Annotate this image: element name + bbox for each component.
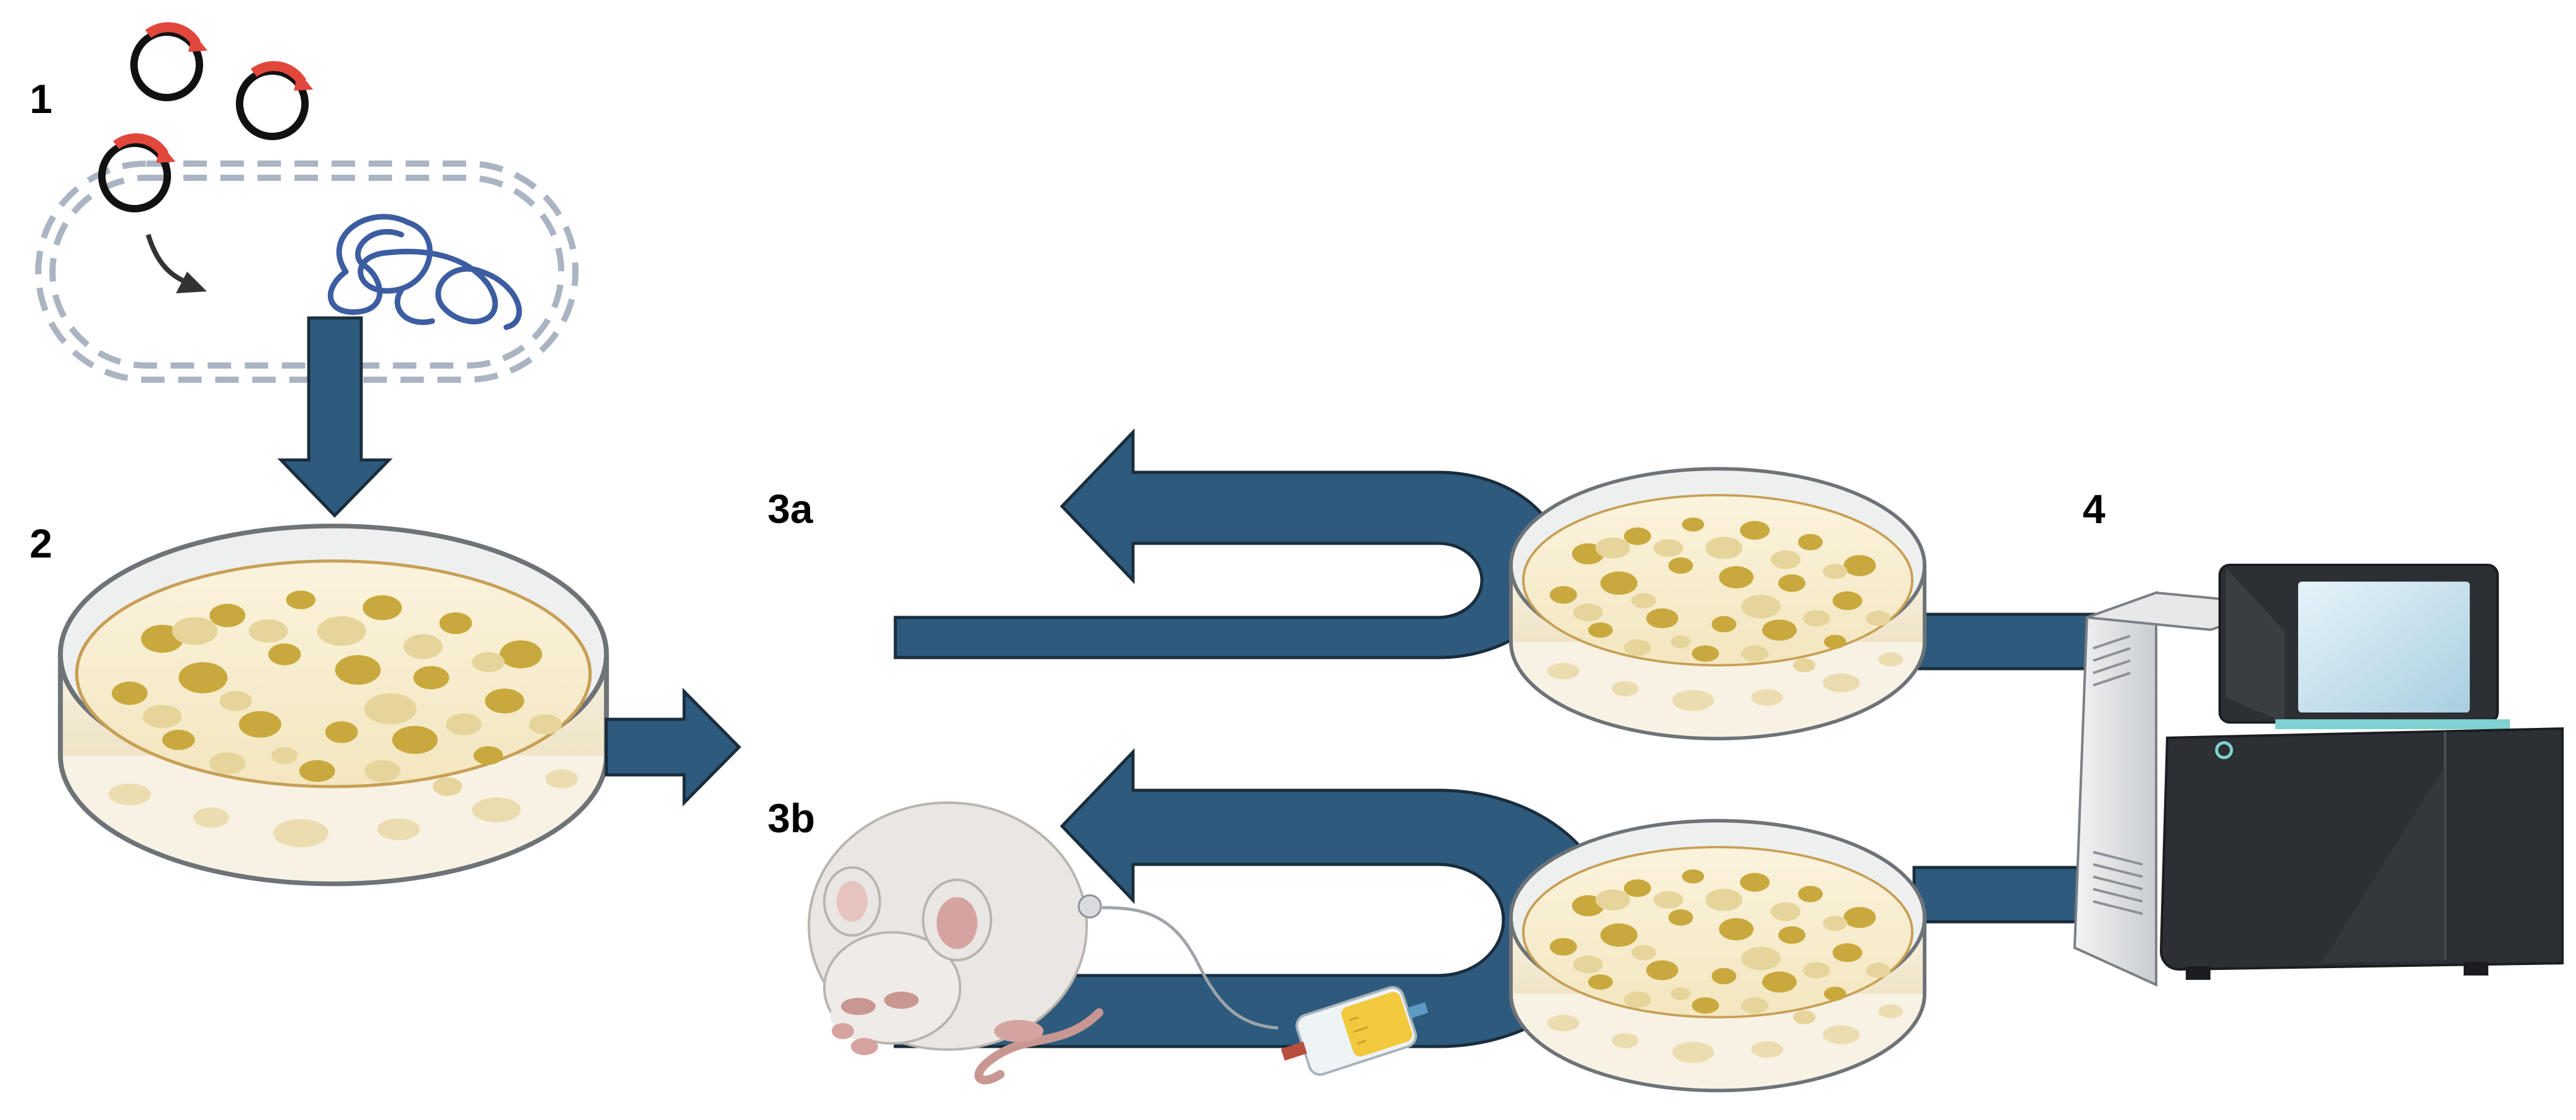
arrow-step3a-uturn [893,428,1564,659]
plasmid-icon [98,133,175,212]
arrow-step2-to-step3 [604,687,742,807]
petri-dish-icon [1511,821,1925,1090]
petri-dish-icon [1511,469,1925,738]
arrow-step1-to-step2 [277,316,393,518]
chromosome-icon [327,214,522,330]
transfer-arrow-head [176,272,207,293]
catheter-tube [1102,906,1279,1030]
step-2-label: 2 [30,520,52,566]
plasmid-icon [130,22,207,101]
step-3a-label: 3a [767,486,813,532]
iv-bag-icon [1281,986,1429,1076]
bacterial-cell-icon [35,161,579,383]
step-1-label: 1 [30,76,52,122]
sequencer-icon [2073,564,2564,987]
plasmid-icon [236,61,313,140]
step-4-label: 4 [2083,486,2106,532]
step-3b-label: 3b [767,795,816,841]
petri-dish-icon [61,526,606,884]
mouse-icon [808,801,1103,1085]
